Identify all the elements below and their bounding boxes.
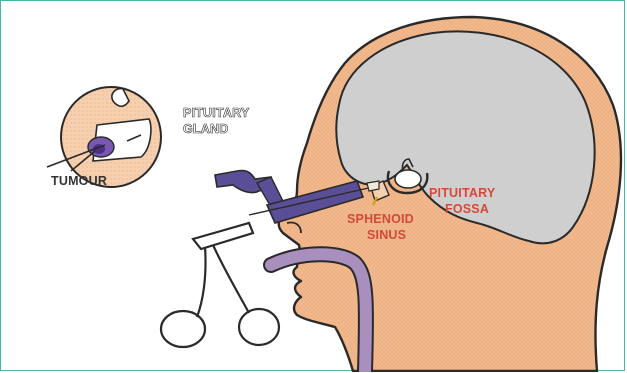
magnified-inset xyxy=(47,87,161,187)
label-sphenoid-sinus-1: SPHENOID xyxy=(347,212,414,226)
label-pituitary-gland-2: GLAND xyxy=(183,122,228,136)
forceps xyxy=(161,223,279,347)
pituitary-gland xyxy=(395,170,421,188)
label-pituitary-fossa-2: FOSSA xyxy=(445,202,489,216)
label-tumour: TUMOUR xyxy=(51,174,107,188)
instrument-tip xyxy=(367,181,379,191)
label-sphenoid-sinus-2: SINUS xyxy=(367,228,406,242)
label-pituitary-fossa-1: PITUITARY xyxy=(429,186,496,200)
label-pituitary-gland-1: PITUITARY xyxy=(183,106,250,120)
